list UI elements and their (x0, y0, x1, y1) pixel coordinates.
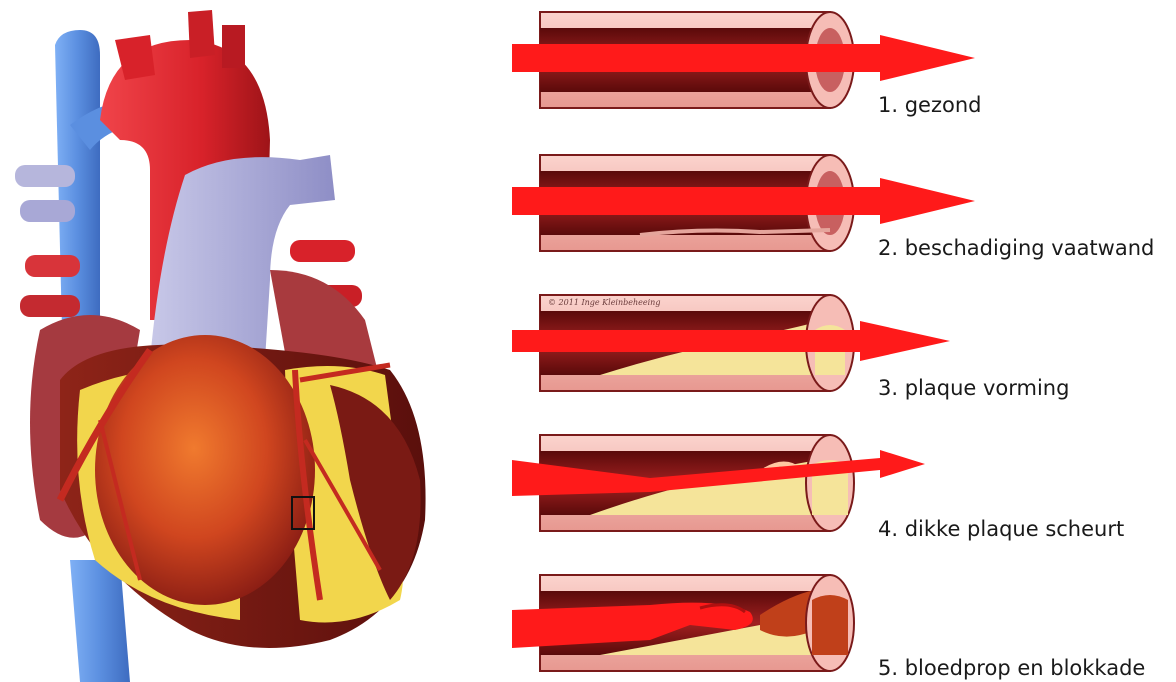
clot-opening (812, 595, 848, 655)
stage-2-label: 2. beschadiging vaatwand (878, 236, 1154, 260)
artist-credit: © 2011 Inge Kleinbeheeing (548, 298, 660, 307)
stage-4-label: 4. dikke plaque scheurt (878, 517, 1124, 541)
stage-5-label: 5. bloedprop en blokkade (878, 656, 1145, 680)
stage-3-label: 3. plaque vorming (878, 376, 1069, 400)
stage-1-label: 1. gezond (878, 93, 981, 117)
artery-stage-4 (512, 435, 925, 531)
artery-stage-5 (512, 575, 854, 671)
